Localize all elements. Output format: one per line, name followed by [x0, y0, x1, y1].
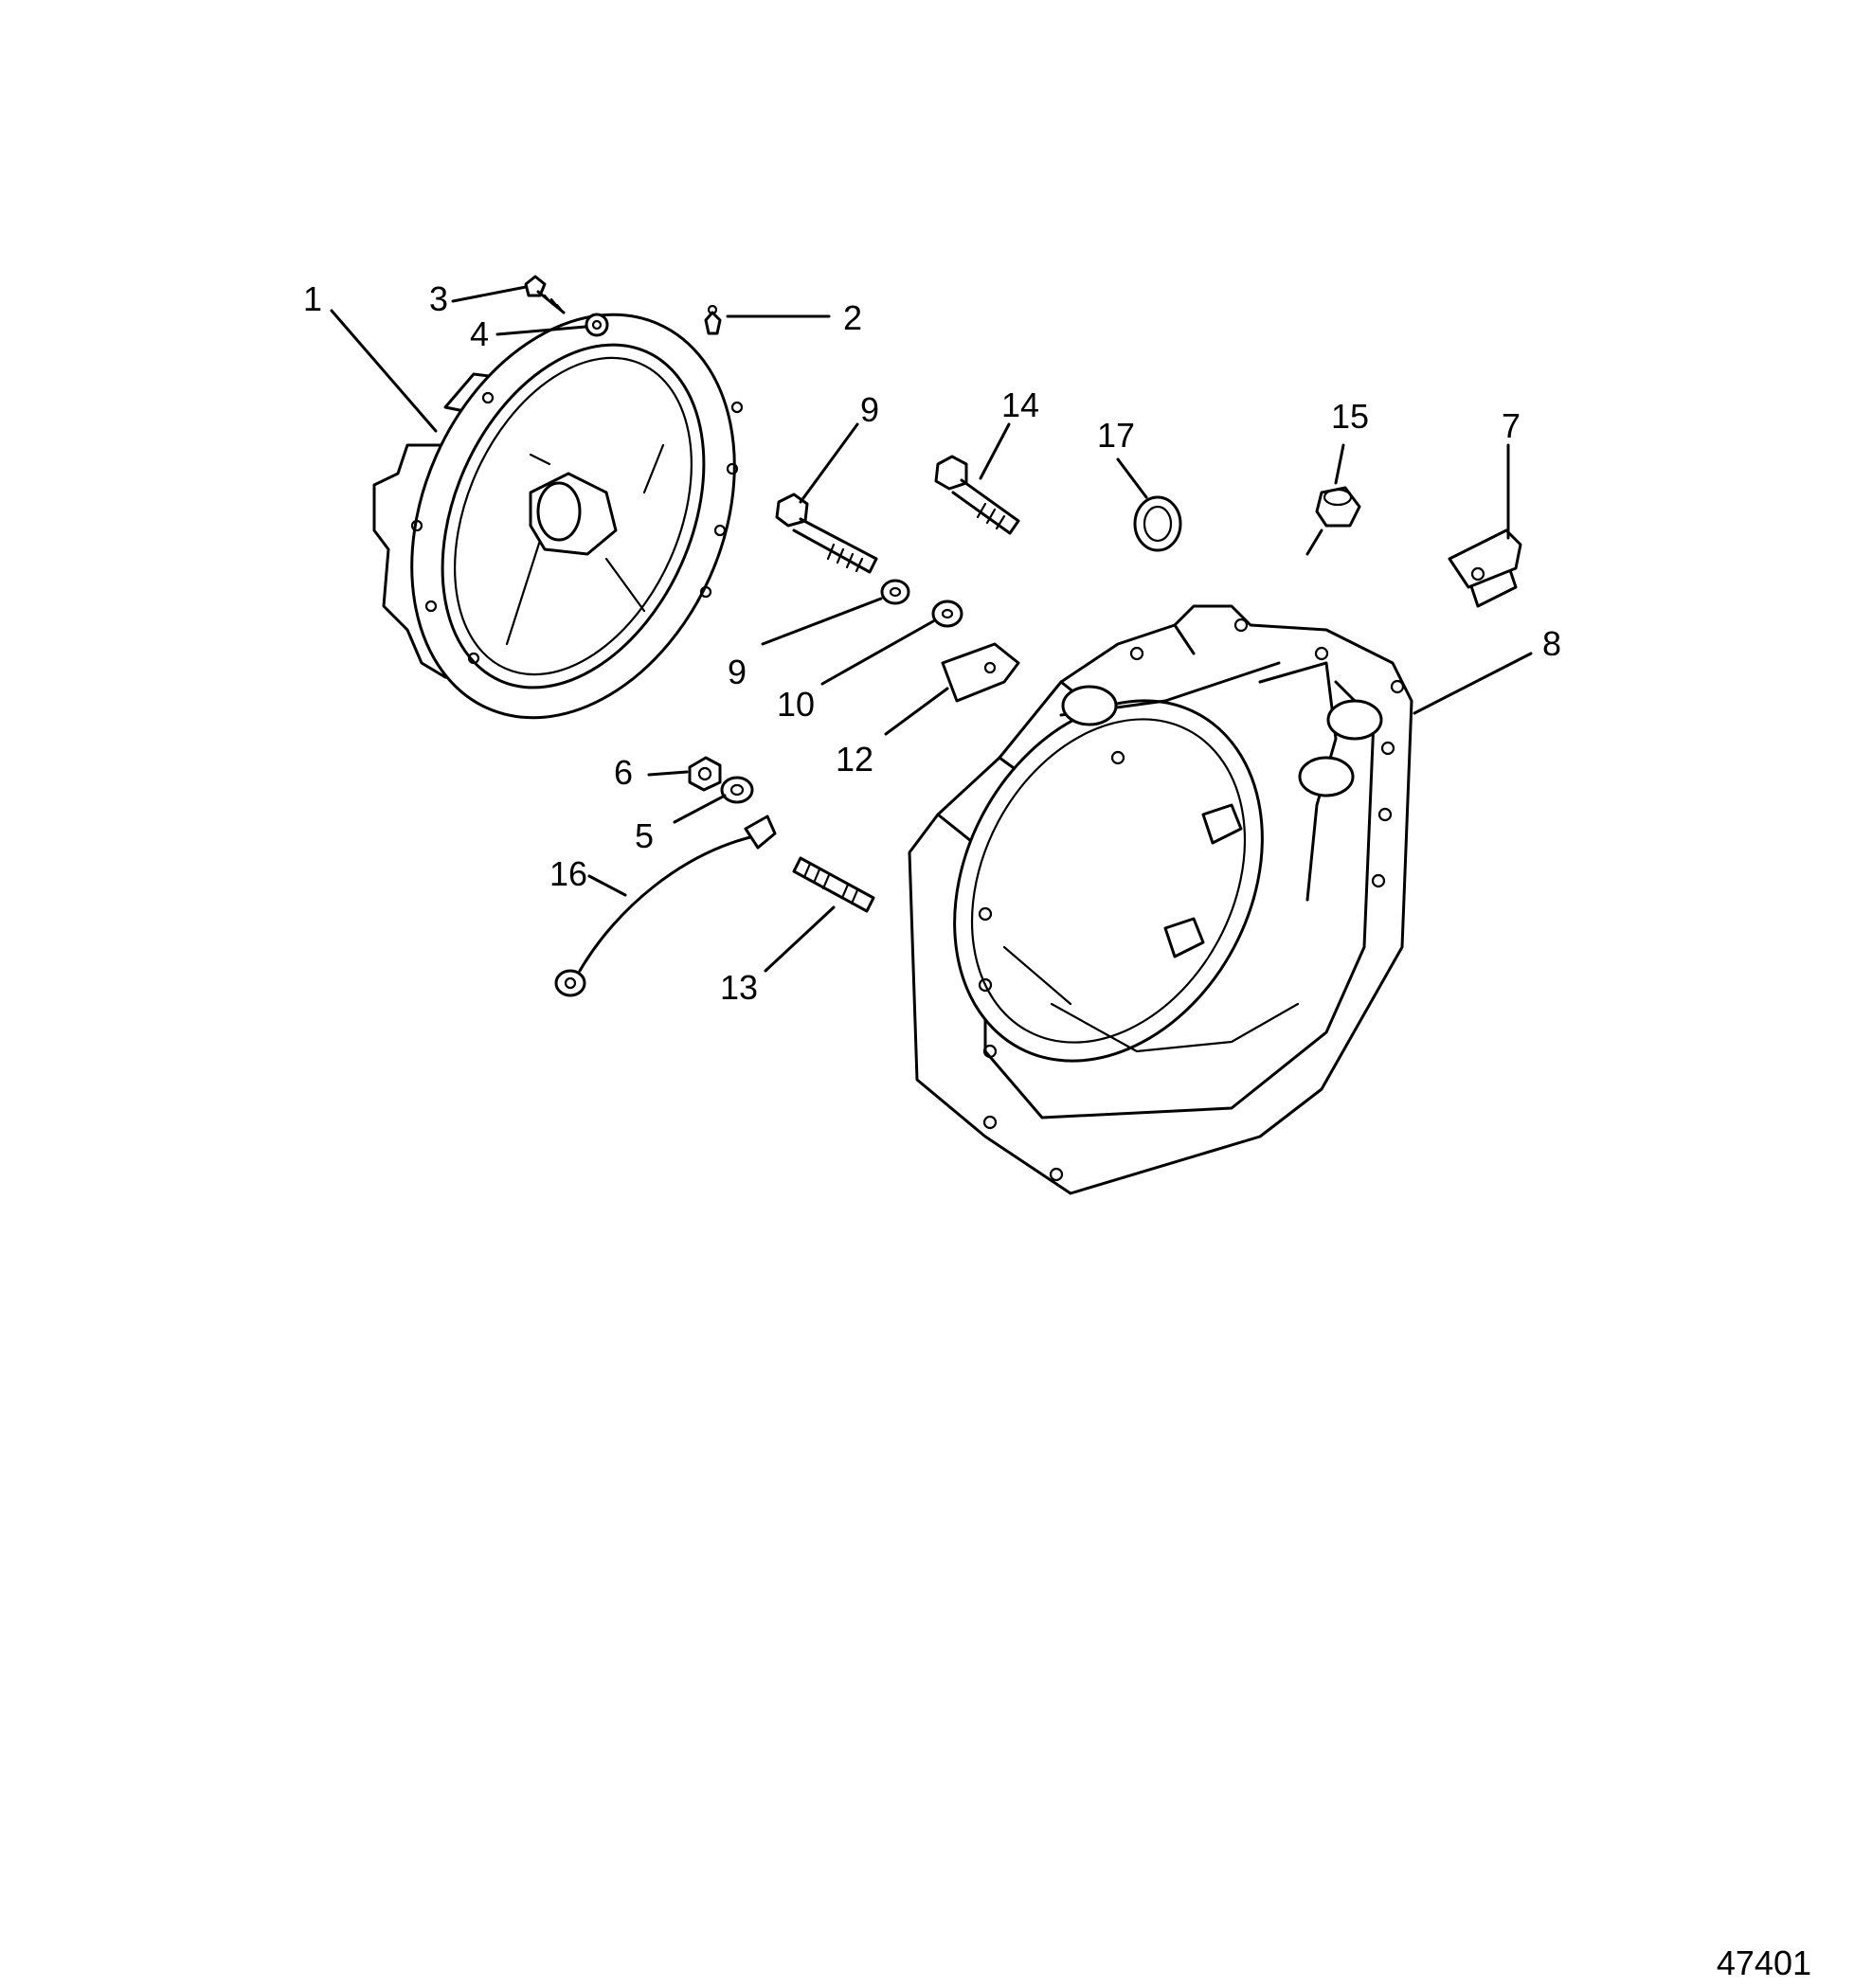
- part-9-washer: [880, 579, 910, 605]
- callout-1: 1: [303, 279, 322, 318]
- callout-7: 7: [1502, 406, 1521, 445]
- part-2-grease-fitting: [704, 304, 722, 335]
- callout-5: 5: [635, 816, 654, 855]
- callout-9-upper: 9: [860, 390, 879, 429]
- part-8-flywheel-housing: [908, 604, 1413, 1195]
- callout-15: 15: [1331, 397, 1369, 436]
- callout-12: 12: [836, 740, 873, 779]
- part-14-bolt: [934, 455, 1020, 535]
- part-4-washer: [585, 313, 609, 337]
- callout-9-lower: 9: [728, 653, 747, 691]
- part-12-clip: [941, 642, 1020, 703]
- callout-4: 4: [470, 314, 489, 353]
- callout-labels: 1 3 4 2 9 14 17 15 7 8 9 10 12 6 5 16 13: [303, 279, 1561, 1007]
- callout-17: 17: [1097, 416, 1135, 455]
- part-17-plug: [1133, 495, 1182, 552]
- callout-8: 8: [1542, 624, 1561, 663]
- figure-id: 47401: [1717, 1943, 1811, 1982]
- callout-6: 6: [614, 753, 633, 792]
- part-13-stud: [792, 856, 875, 913]
- callout-3: 3: [429, 279, 448, 318]
- part-9-bolt: [775, 493, 878, 574]
- part-15-plug: [1315, 486, 1361, 528]
- callout-16: 16: [549, 854, 587, 893]
- callout-14: 14: [1001, 385, 1039, 424]
- part-5-washer: [720, 776, 754, 804]
- callout-10: 10: [777, 685, 815, 724]
- callout-2: 2: [843, 298, 862, 337]
- part-6-nut: [688, 756, 722, 792]
- part-7-clip: [1448, 528, 1522, 608]
- callout-13: 13: [720, 968, 758, 1007]
- part-3-bolt: [524, 275, 566, 314]
- part-16-ground-strap: [554, 815, 777, 997]
- part-1-drive-adapter: [372, 313, 744, 720]
- part-10-washer: [931, 600, 963, 628]
- leader-lines: [330, 285, 1533, 973]
